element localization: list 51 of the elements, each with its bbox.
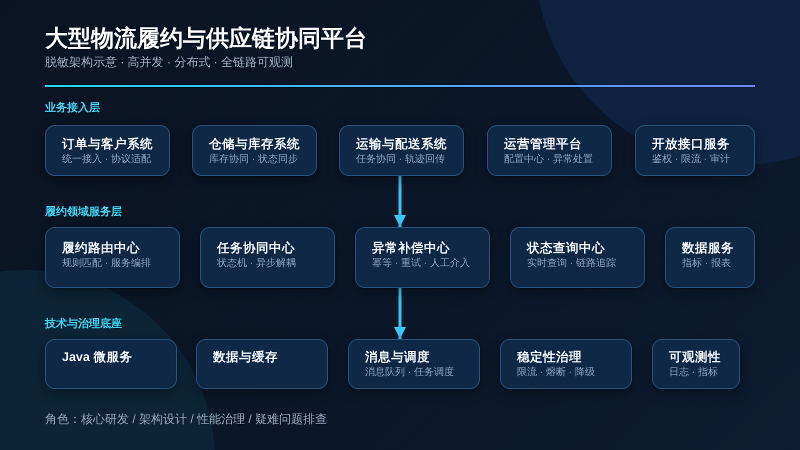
card-title: Java 微服务 bbox=[62, 349, 132, 365]
card-title: 履约路由中心 bbox=[62, 240, 140, 256]
service-card bbox=[635, 125, 755, 176]
card-description: 任务协同 · 轨迹回传 bbox=[356, 154, 445, 166]
service-card bbox=[510, 227, 645, 288]
service-card bbox=[192, 125, 317, 176]
card-description: 幂等 · 重试 · 人工介入 bbox=[372, 258, 470, 270]
card-description: 统一接入 · 协议适配 bbox=[62, 154, 151, 166]
footer-note: 角色：核心研发 / 架构设计 / 性能治理 / 疑难问题排查 bbox=[45, 411, 328, 427]
card-description: 状态机 · 异步解耦 bbox=[217, 258, 296, 270]
service-card bbox=[45, 125, 170, 176]
card-description: 配置中心 · 异常处置 bbox=[504, 154, 593, 166]
section-label: 履约领域服务层 bbox=[45, 205, 122, 219]
card-title: 数据与缓存 bbox=[213, 349, 278, 365]
card-description: 限流 · 熔断 · 降级 bbox=[517, 367, 595, 379]
card-description: 指标 · 报表 bbox=[682, 258, 731, 270]
service-card bbox=[652, 339, 740, 389]
arrow bbox=[394, 288, 406, 339]
service-card bbox=[487, 125, 612, 176]
title: 大型物流履约与供应链协同平台 bbox=[45, 24, 367, 53]
arrow bbox=[394, 176, 406, 227]
card-title: 消息与调度 bbox=[365, 349, 430, 365]
card-description: 消息队列 · 任务调度 bbox=[365, 367, 454, 379]
card-title: 任务协同中心 bbox=[217, 240, 295, 256]
card-description: 日志 · 指标 bbox=[669, 367, 718, 379]
subtitle: 脱敏架构示意 · 高并发 · 分布式 · 全链路可观测 bbox=[45, 54, 293, 70]
card-title: 状态查询中心 bbox=[527, 240, 605, 256]
service-card bbox=[355, 227, 490, 288]
card-title: 仓储与库存系统 bbox=[209, 136, 300, 152]
service-card bbox=[200, 227, 335, 288]
card-title: 开放接口服务 bbox=[652, 136, 730, 152]
service-card bbox=[665, 227, 755, 288]
service-card bbox=[45, 227, 180, 288]
service-card bbox=[339, 125, 464, 176]
card-description: 库存协同 · 状态同步 bbox=[209, 154, 298, 166]
service-card bbox=[45, 339, 177, 389]
card-title: 异常补偿中心 bbox=[372, 240, 450, 256]
card-title: 可观测性 bbox=[669, 349, 721, 365]
card-title: 稳定性治理 bbox=[517, 349, 582, 365]
section-label: 业务接入层 bbox=[45, 101, 100, 115]
card-description: 鉴权 · 限流 · 审计 bbox=[652, 154, 730, 166]
card-title: 数据服务 bbox=[682, 240, 734, 256]
card-description: 规则匹配 · 服务编排 bbox=[62, 258, 151, 270]
section-label: 技术与治理底座 bbox=[45, 317, 122, 331]
card-description: 实时查询 · 链路追踪 bbox=[527, 258, 616, 270]
service-card bbox=[348, 339, 480, 389]
card-title: 运营管理平台 bbox=[504, 136, 582, 152]
card-title: 运输与配送系统 bbox=[356, 136, 447, 152]
service-card bbox=[196, 339, 328, 389]
service-card bbox=[500, 339, 632, 389]
card-title: 订单与客户系统 bbox=[62, 136, 153, 152]
